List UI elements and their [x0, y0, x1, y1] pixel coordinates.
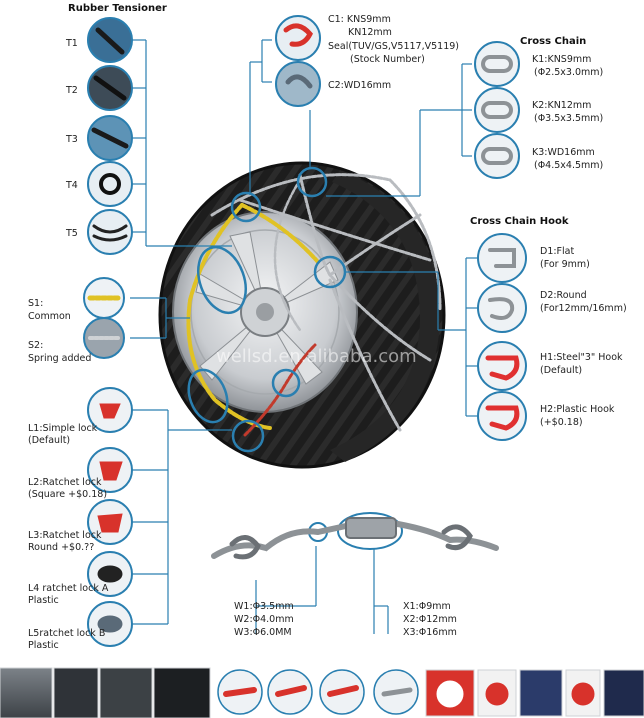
l1-line2: (Default)	[28, 435, 71, 446]
cross-chain-header: Cross Chain	[520, 36, 587, 47]
l2-line2: (Square +$0.18)	[28, 489, 108, 500]
w2-label: W2:Φ4.0mm	[234, 614, 294, 625]
d1-line2: (For 9mm)	[540, 259, 590, 270]
h2-line2: (+$0.18)	[540, 417, 583, 428]
thumbnail-details	[87, 23, 520, 633]
c2-label: C2:WD16mm	[328, 80, 392, 91]
l3-line2: Round +$0.??	[28, 542, 95, 553]
k3-name: K3:WD16mm	[532, 147, 595, 158]
w1-label: W1:Φ3.5mm	[234, 601, 294, 612]
photo-strip	[0, 667, 644, 718]
t4-label: T4	[66, 180, 78, 191]
t3-label: T3	[66, 134, 78, 145]
k2-name: K2:KN12mm	[532, 100, 592, 111]
chain-closeup	[211, 517, 499, 560]
watermark-text: wellsd.en.alibaba.com	[216, 346, 417, 367]
s1-line2: Common	[28, 311, 71, 322]
tire-graphic	[158, 161, 446, 469]
d2-line2: (For12mm/16mm)	[540, 303, 627, 314]
t2-label: T2	[66, 85, 78, 96]
l5-line2: Plastic	[28, 640, 59, 651]
x3-label: X3:Φ16mm	[403, 627, 457, 638]
d2-line1: D2:Round	[540, 290, 587, 301]
s1-line1: S1:	[28, 298, 44, 309]
k3-size: (Φ4.5x4.5mm)	[534, 160, 604, 171]
x2-label: X2:Φ12mm	[403, 614, 457, 625]
w3-label: W3:Φ6.0MM	[234, 627, 292, 638]
s2-line2: Spring added	[28, 353, 92, 364]
k1-size: (Φ2.5x3.0mm)	[534, 67, 604, 78]
l1-line1: L1:Simple lock	[28, 423, 98, 434]
d1-line1: D1:Flat	[540, 246, 575, 257]
c1-line3: Seal(TUV/GS,V5117,V5119)	[328, 41, 459, 52]
leader-lines	[130, 39, 478, 634]
l2-line1: L2:Ratchet lock	[28, 477, 102, 488]
c1-line2: KN12mm	[348, 27, 392, 38]
h1-line1: H1:Steel"3" Hook	[540, 352, 623, 363]
h1-line2: (Default)	[540, 365, 583, 376]
c1-line1: C1: KNS9mm	[328, 14, 391, 25]
k2-size: (Φ3.5x3.5mm)	[534, 113, 604, 124]
t1-label: T1	[66, 38, 78, 49]
tire-highlight-circles	[187, 166, 347, 453]
l4-line2: Plastic	[28, 595, 59, 606]
l3-line1: L3:Ratchet lock	[28, 530, 102, 541]
rubber-tensioner-header: Rubber Tensioner	[68, 3, 167, 14]
l5-line1: L5ratchet lock B	[28, 628, 106, 639]
h2-line1: H2:Plastic Hook	[540, 404, 615, 415]
k1-name: K1:KNS9mm	[532, 54, 592, 65]
cross-chain-hook-header: Cross Chain Hook	[470, 216, 569, 227]
t5-label: T5	[66, 228, 78, 239]
x1-label: X1:Φ9mm	[403, 601, 451, 612]
s2-line1: S2:	[28, 340, 44, 351]
l4-line1: L4 ratchet lock A	[28, 583, 109, 594]
c1-line4: (Stock Number)	[350, 54, 425, 65]
photo-strip-details	[223, 680, 595, 708]
tire-chain-net	[186, 173, 442, 437]
